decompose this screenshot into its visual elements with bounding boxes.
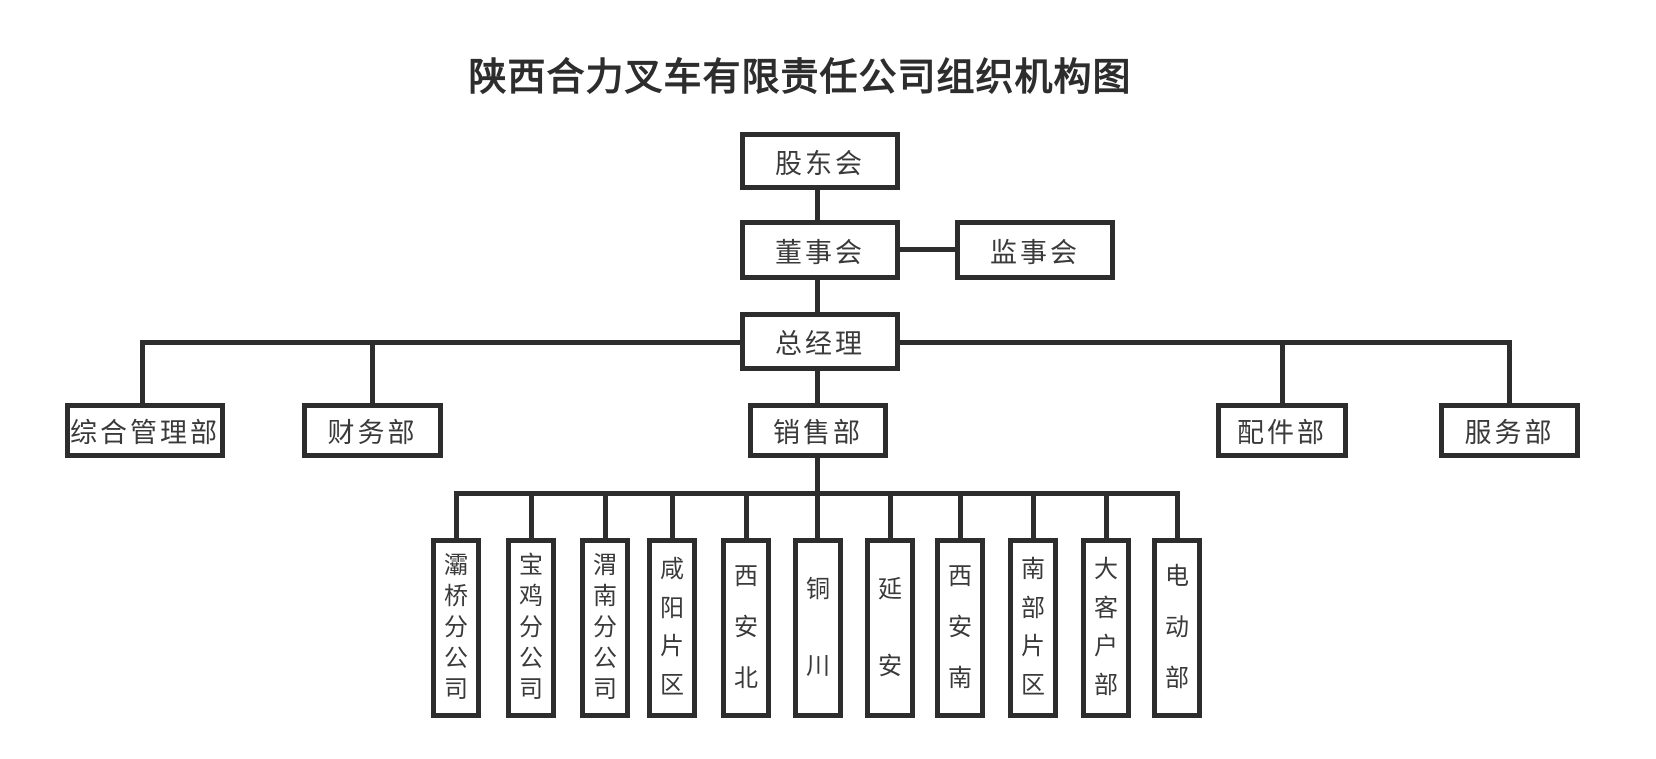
node-board-label: 董事会 — [775, 237, 865, 268]
node-branch-electric: 电动部 — [1152, 538, 1202, 718]
connector-drop-branch-weinan — [603, 491, 608, 541]
node-shareholders-label: 股东会 — [775, 148, 865, 179]
node-shareholders: 股东会 — [740, 132, 900, 190]
connector-drop-admin-dept — [140, 340, 145, 405]
node-parts-dept: 配件部 — [1216, 403, 1348, 458]
node-branch-yanan: 延安 — [865, 538, 915, 718]
node-general-manager-label: 总经理 — [775, 329, 865, 359]
node-finance-dept-label: 财务部 — [327, 418, 418, 448]
connector-board-gm — [815, 278, 820, 314]
node-branch-baoji: 宝鸡分公司 — [506, 538, 556, 718]
node-branch-key-accounts: 大客户部 — [1081, 538, 1131, 718]
node-branch-xianyang: 咸阳片区 — [647, 538, 697, 718]
connector-gm-sales-dept — [815, 369, 820, 405]
connector-drop-branch-key-accounts — [1104, 491, 1109, 541]
node-service-dept: 服务部 — [1439, 403, 1580, 458]
connector-board-supervisory — [898, 247, 957, 252]
node-branch-tongchuan: 铜川 — [793, 538, 843, 718]
connector-drop-branch-electric — [1175, 491, 1180, 541]
node-branch-weinan: 渭南分公司 — [580, 538, 630, 718]
node-board: 董事会 — [740, 220, 900, 280]
node-service-dept-label: 服务部 — [1464, 418, 1555, 448]
connector-drop-branch-baqiao — [454, 491, 459, 541]
connector-drop-parts-dept — [1280, 340, 1285, 405]
node-admin-dept-label: 综合管理部 — [70, 418, 220, 448]
node-supervisory-label: 监事会 — [990, 237, 1080, 268]
node-sales-dept: 销售部 — [748, 403, 888, 458]
node-general-manager: 总经理 — [740, 312, 900, 371]
node-supervisory: 监事会 — [955, 220, 1115, 280]
connector-drop-branch-xian-north — [744, 491, 749, 541]
node-branch-xian-north: 西安北 — [721, 538, 771, 718]
connector-drop-branch-xian-south — [958, 491, 963, 541]
node-sales-dept-label: 销售部 — [773, 418, 863, 448]
connector-shareholders-board — [815, 188, 820, 222]
node-admin-dept: 综合管理部 — [65, 403, 225, 458]
node-branch-south-area: 南部片区 — [1008, 538, 1058, 718]
node-finance-dept: 财务部 — [302, 403, 443, 458]
node-parts-dept-label: 配件部 — [1237, 418, 1327, 448]
node-branch-xian-south: 西安南 — [935, 538, 985, 718]
connector-drop-service-dept — [1507, 340, 1512, 405]
connector-drop-branch-tongchuan — [815, 491, 820, 541]
node-branch-baqiao: 灞桥分公司 — [431, 538, 481, 718]
connector-drop-branch-south-area — [1031, 491, 1036, 541]
connector-drop-branch-yanan — [888, 491, 893, 541]
connector-drop-finance-dept — [370, 340, 375, 405]
connector-drop-branch-baoji — [529, 491, 534, 541]
chart-title: 陕西合力叉车有限责任公司组织机构图 — [468, 57, 1132, 99]
connector-sales-bus-stem — [815, 455, 820, 496]
connector-drop-branch-xianyang — [670, 491, 675, 541]
